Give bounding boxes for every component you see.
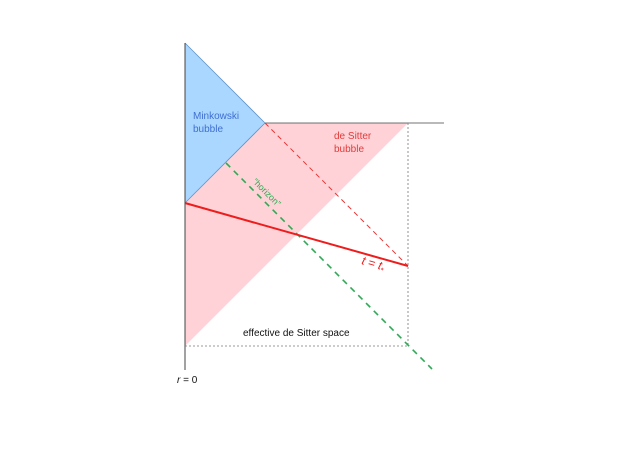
- time-slice-label: t = t*: [360, 253, 387, 275]
- effective-space-label: effective de Sitter space: [243, 328, 350, 339]
- origin-label: r = 0: [177, 375, 198, 386]
- desitter-label-line1: de Sitter: [334, 131, 372, 142]
- minkowski-boundary-lower: [184, 122, 266, 204]
- red-dashed-light-ray: [264, 122, 409, 267]
- minkowski-label-line1: Minkowski: [193, 111, 239, 122]
- desitter-label-line2: bubble: [334, 144, 364, 155]
- time-slice-line: [184, 202, 409, 267]
- minkowski-boundary-upper: [184, 42, 266, 124]
- minkowski-label-line2: bubble: [193, 124, 223, 135]
- minkowski-bubble-region: [185, 43, 265, 203]
- horizon-line: [225, 162, 433, 370]
